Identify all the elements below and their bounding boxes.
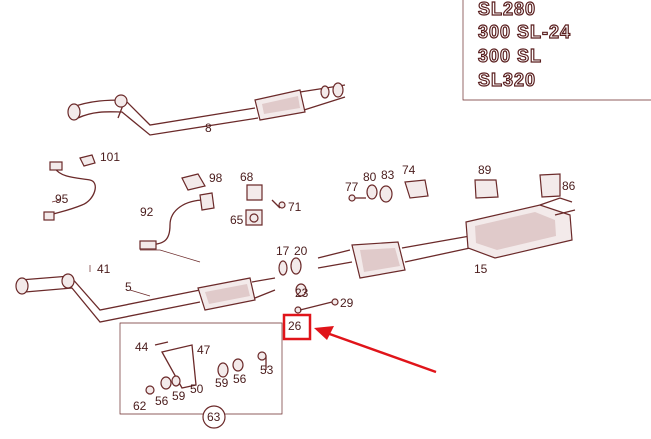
model-badge-box: SL280 300 SL-24 300 SL SL320	[462, 0, 651, 101]
callout-101: 101	[100, 150, 121, 164]
callout-53: 53	[260, 363, 274, 377]
callout-5: 5	[125, 280, 132, 294]
upper-exhaust-pipe	[67, 82, 346, 136]
callout-95: 95	[55, 192, 69, 206]
callout-80: 80	[363, 170, 377, 184]
callout-50: 50	[190, 382, 204, 396]
highlight-annotation	[282, 313, 437, 374]
arrow-head	[314, 326, 334, 340]
callout-71: 71	[288, 200, 302, 214]
callout-89: 89	[478, 163, 492, 177]
kit-circle-63	[202, 405, 226, 429]
leader-lines	[51, 199, 201, 297]
callout-56-b: 56	[155, 394, 169, 408]
callout-41: 41	[97, 262, 111, 276]
callout-26: 26	[288, 319, 302, 333]
callout-92: 92	[140, 205, 154, 219]
callout-59-a: 59	[215, 376, 229, 390]
bracket-parts-68	[245, 184, 286, 226]
hanger-parts	[348, 173, 561, 203]
callout-44: 44	[135, 340, 149, 354]
callout-59-b: 59	[172, 389, 186, 403]
callout-20: 20	[294, 244, 308, 258]
callout-63: 63	[207, 410, 221, 424]
badge-sl280: SL280	[478, 0, 536, 19]
callout-29: 29	[340, 296, 354, 310]
callout-98: 98	[209, 171, 223, 185]
badge-sl320: SL320	[478, 70, 536, 90]
bolt-26	[294, 298, 339, 314]
callout-65: 65	[230, 213, 244, 227]
badge-300sl24: 300 SL-24	[478, 22, 571, 42]
callout-23: 23	[295, 286, 309, 300]
arrow-shaft	[323, 330, 437, 374]
callout-8: 8	[205, 121, 212, 135]
oxygen-sensor-92	[139, 173, 215, 250]
callout-47: 47	[197, 343, 211, 357]
callout-56-a: 56	[233, 372, 247, 386]
callout-62: 62	[133, 399, 147, 413]
highlight-box	[282, 313, 312, 341]
callout-17: 17	[276, 244, 290, 258]
callout-68: 68	[240, 170, 254, 184]
oxygen-sensor-95	[43, 154, 96, 221]
callout-74: 74	[402, 163, 416, 177]
mounting-kit-box	[119, 322, 283, 429]
callout-77: 77	[345, 180, 359, 194]
callout-86: 86	[562, 179, 576, 193]
main-exhaust-system	[15, 197, 576, 323]
callout-15: 15	[474, 262, 488, 276]
callout-83: 83	[381, 168, 395, 182]
badge-300sl: 300 SL	[478, 46, 542, 66]
